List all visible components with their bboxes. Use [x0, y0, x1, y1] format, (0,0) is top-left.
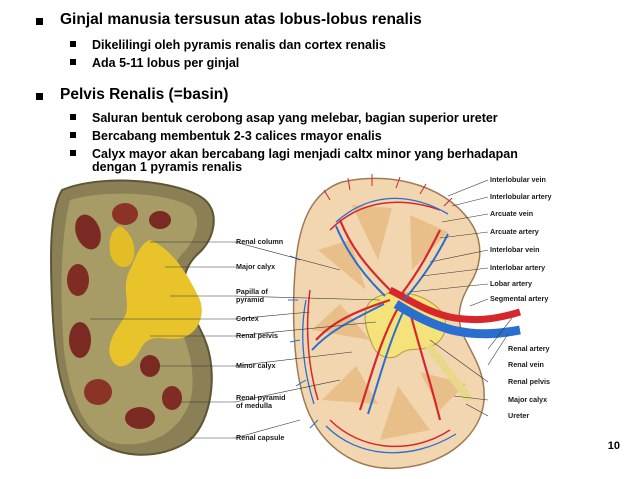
label-arcuate-vein: Arcuate vein: [490, 209, 534, 218]
label-lobar-artery: Lobar artery: [490, 279, 532, 288]
label-renal-pelvis: Renal pelvis: [236, 331, 278, 340]
page-number: 10: [607, 440, 620, 452]
sub-bullet-5-continued: dengan 1 pyramis renalis: [92, 160, 243, 174]
left-leader-lines: [90, 241, 381, 439]
bullet-square: [70, 41, 76, 47]
label-ureter: Ureter: [508, 411, 530, 420]
label-renal-pelvis-right: Renal pelvis: [508, 377, 550, 386]
kidney-photo: [50, 179, 215, 456]
sub-bullet-1: Dikelilingi oleh pyramis renalis dan cor…: [92, 38, 386, 52]
label-arcuate-artery: Arcuate artery: [490, 227, 539, 236]
sub-bullet-3: Saluran bentuk cerobong asap yang meleba…: [92, 111, 498, 125]
label-renal-pyramid-line1: Renal pyramid: [236, 393, 286, 402]
label-interlobular-artery: Interlobular artery: [490, 192, 552, 201]
label-renal-artery: Renal artery: [508, 344, 550, 353]
label-papilla-line2: pyramid: [236, 295, 264, 304]
label-interlobar-vein: Interlobar vein: [490, 245, 540, 254]
label-major-calyx: Major calyx: [236, 262, 276, 271]
sub-bullet-5: Calyx mayor akan bercabang lagi menjadi …: [92, 147, 518, 161]
bullet-square: [70, 150, 76, 156]
right-leader-lines: [409, 179, 513, 417]
label-major-calyx-right: Major calyx: [508, 395, 548, 404]
label-interlobar-artery: Interlobar artery: [490, 263, 546, 272]
label-cortex: Cortex: [236, 314, 259, 323]
kidney-illustration: [288, 174, 522, 470]
bullet-square: [36, 93, 43, 100]
bullet-square: [70, 114, 76, 120]
label-renal-pyramid-line2: of medulla: [236, 401, 272, 410]
bullet-square: [70, 59, 76, 65]
bullet-square: [36, 18, 43, 25]
label-renal-capsule: Renal capsule: [236, 433, 285, 442]
bullet-pelvis: Pelvis Renalis (=basin): [60, 86, 229, 103]
label-minor-calyx: Minor calyx: [236, 361, 276, 370]
bullet-square: [70, 132, 76, 138]
sub-bullet-2: Ada 5-11 lobus per ginjal: [92, 56, 240, 70]
bullet-lobus: Ginjal manusia tersusun atas lobus-lobus…: [60, 11, 422, 28]
label-papilla-line1: Papilla of: [236, 287, 268, 296]
label-renal-column: Renal column: [236, 237, 284, 246]
label-interlobular-vein: Interlobular vein: [490, 175, 546, 184]
sub-bullet-4: Bercabang membentuk 2-3 calices rmayor e…: [92, 129, 382, 143]
label-renal-vein: Renal vein: [508, 360, 544, 369]
label-segmental-artery: Segmental artery: [490, 294, 549, 303]
